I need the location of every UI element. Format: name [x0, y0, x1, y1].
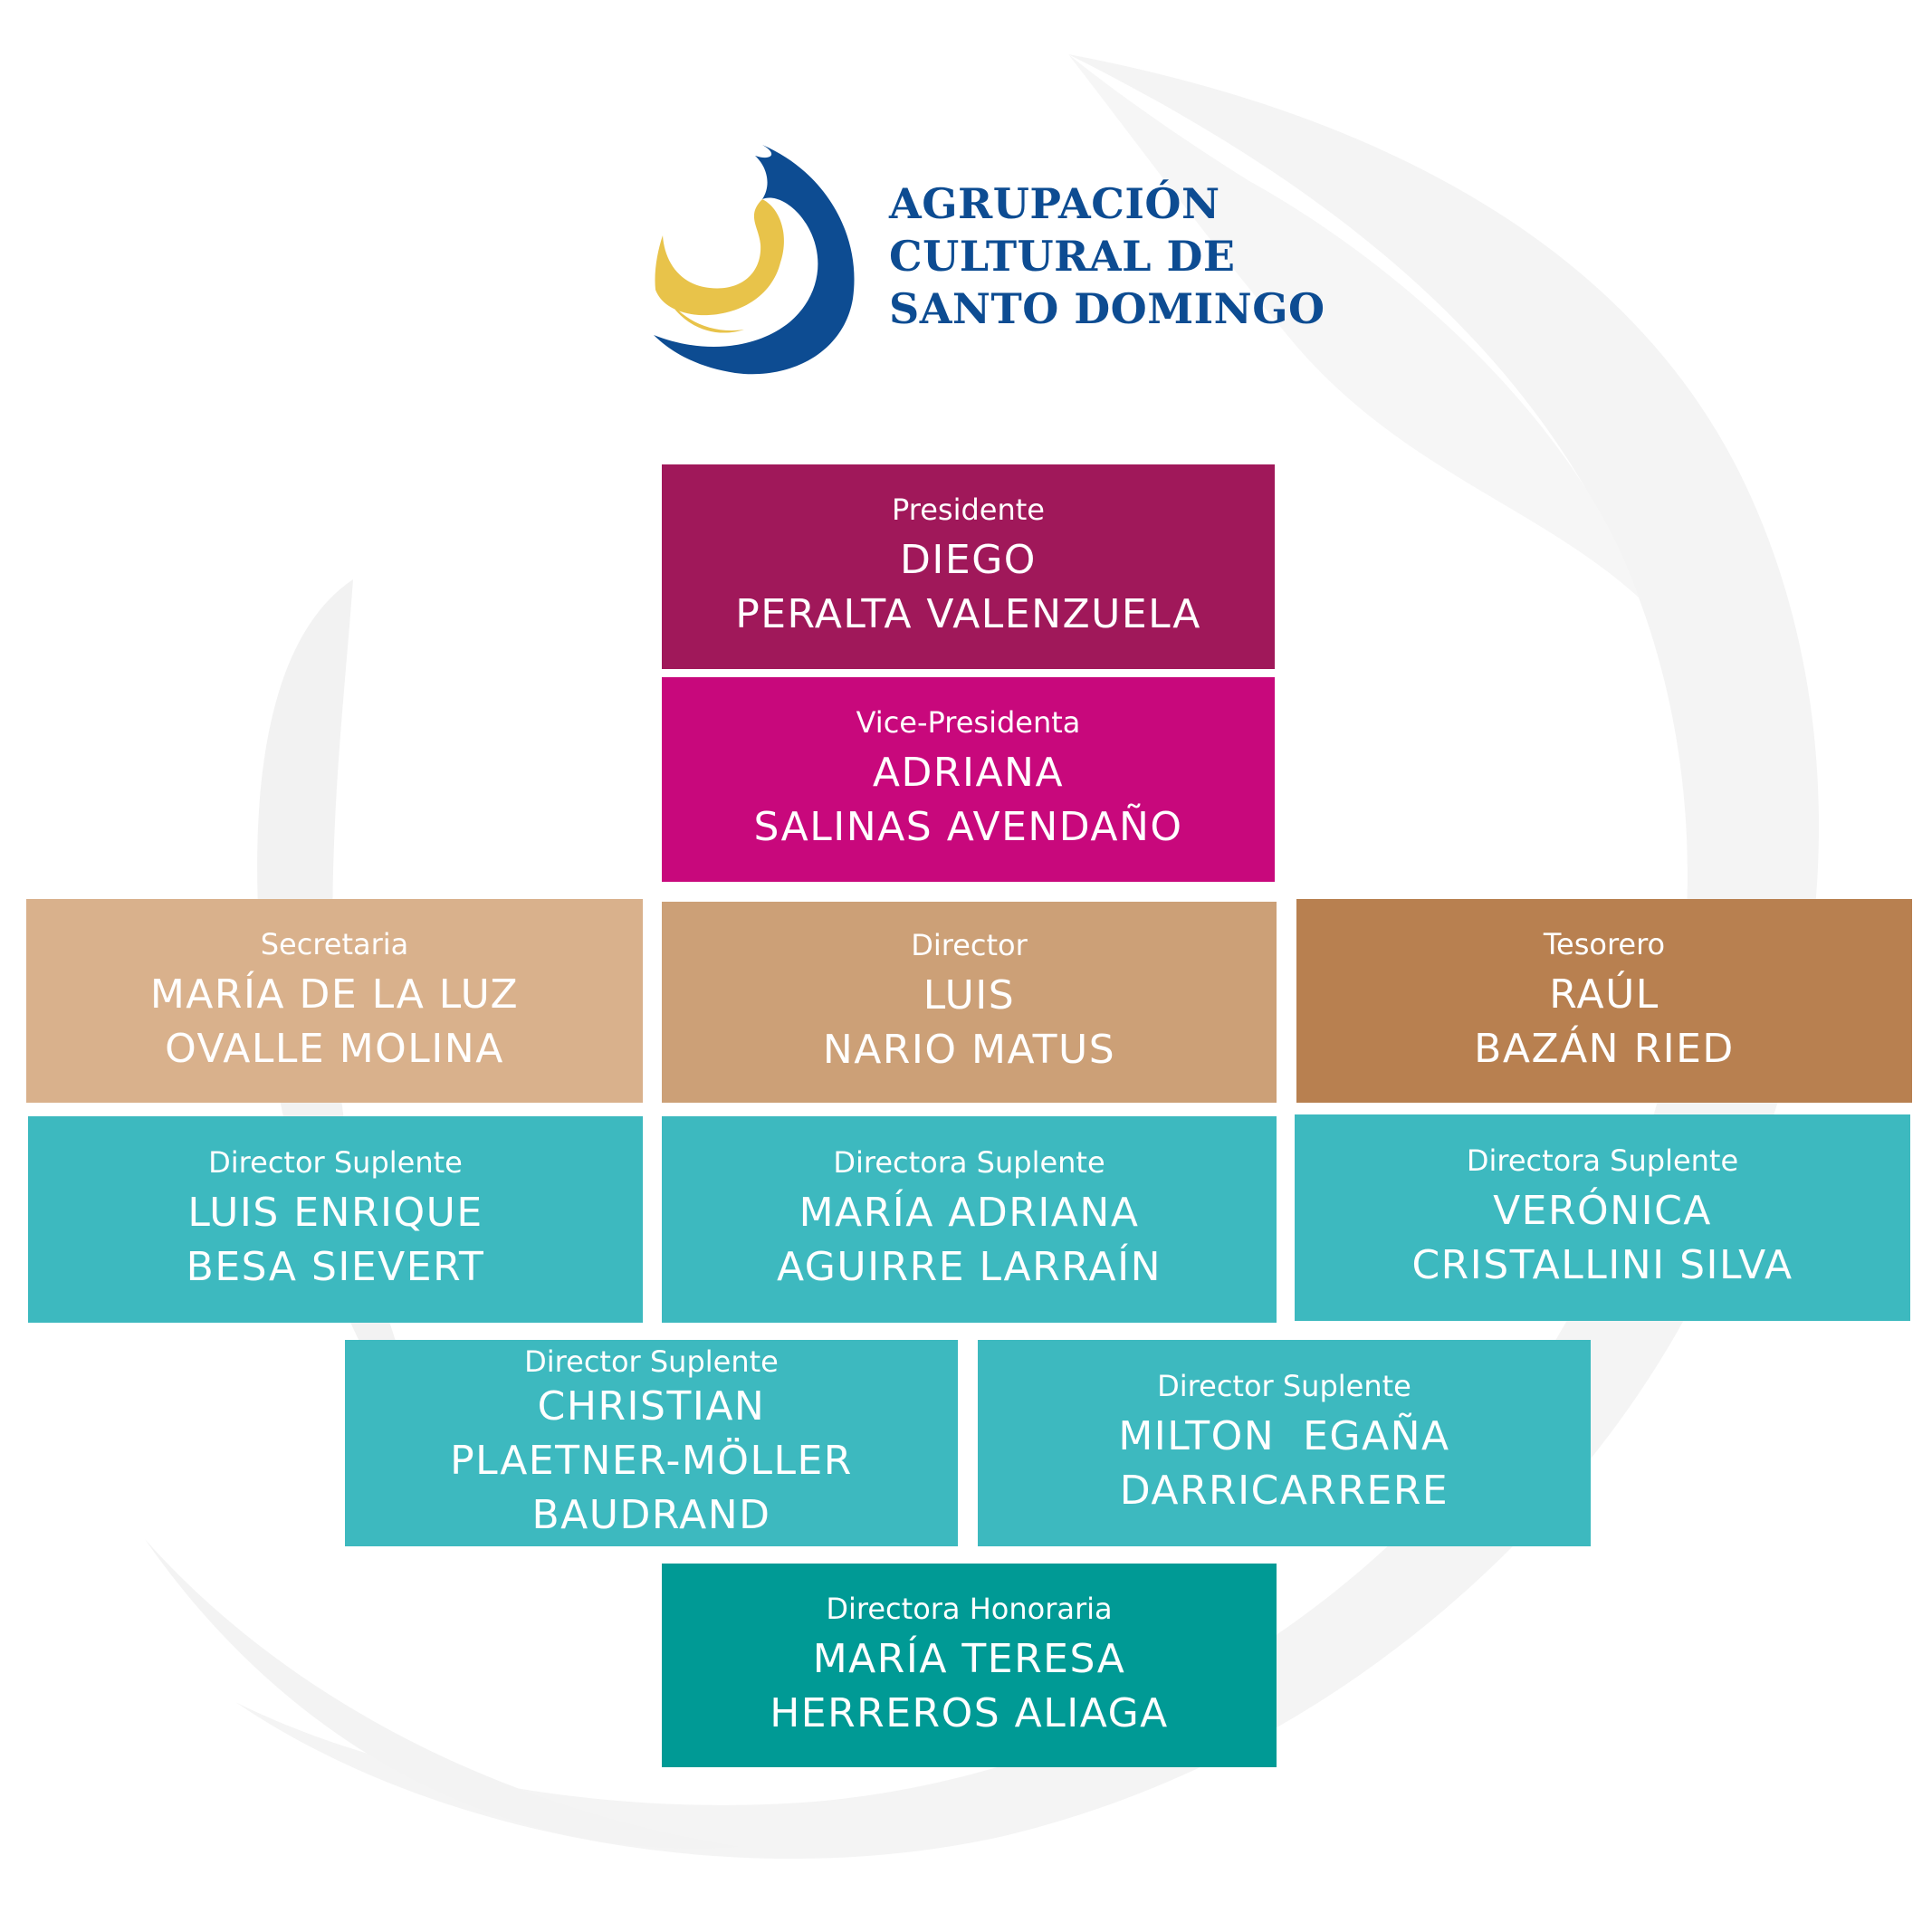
- member-name-line: MILTON EGAÑA: [1118, 1413, 1450, 1459]
- organization-name-line: AGRUPACIÓN: [889, 179, 1220, 228]
- box-vice-presidenta: Vice-Presidenta ADRIANA SALINAS AVENDAÑO: [662, 677, 1275, 882]
- member-name-line: MARÍA TERESA: [812, 1635, 1126, 1682]
- member-name-line: PLAETNER-MÖLLER: [450, 1438, 853, 1484]
- logo-icon: [654, 145, 855, 375]
- member-name-line: RAÚL: [1549, 971, 1659, 1018]
- member-name-line: NARIO MATUS: [822, 1027, 1116, 1073]
- member-name-line: SALINAS AVENDAÑO: [753, 804, 1183, 850]
- member-name-line: LUIS: [923, 972, 1016, 1019]
- member-name-line: PERALTA VALENZUELA: [735, 591, 1201, 637]
- role-label: Director Suplente: [524, 1344, 779, 1379]
- member-name-line: OVALLE MOLINA: [165, 1025, 504, 1072]
- member-name-line: VERÓNICA: [1493, 1188, 1712, 1234]
- role-label: Presidente: [892, 493, 1045, 527]
- role-label: Director Suplente: [1157, 1369, 1411, 1403]
- role-label: Director Suplente: [208, 1145, 463, 1180]
- member-name-line: DARRICARRERE: [1119, 1468, 1449, 1514]
- organization-name-line: SANTO DOMINGO: [889, 284, 1325, 333]
- member-name-line: ADRIANA: [872, 750, 1065, 796]
- box-director: Director LUIS NARIO MATUS: [662, 902, 1277, 1103]
- role-label: Directora Honoraria: [826, 1591, 1113, 1626]
- member-name-line: BESA SIEVERT: [186, 1244, 485, 1290]
- role-label: Directora Suplente: [1466, 1143, 1739, 1178]
- member-name-line: LUIS ENRIQUE: [187, 1190, 483, 1236]
- role-label: Director: [911, 928, 1028, 962]
- role-label: Tesorero: [1543, 926, 1666, 961]
- box-directora-suplente: Directora Suplente MARÍA ADRIANA AGUIRRE…: [662, 1116, 1277, 1323]
- box-directora-suplente: Directora Suplente VERÓNICA CRISTALLINI …: [1295, 1114, 1910, 1321]
- box-director-suplente: Director Suplente MILTON EGAÑA DARRICARR…: [978, 1340, 1591, 1546]
- role-label: Vice-Presidenta: [856, 705, 1081, 740]
- box-secretaria: Secretaria MARÍA DE LA LUZ OVALLE MOLINA: [26, 899, 643, 1103]
- member-name-line: MARÍA DE LA LUZ: [149, 971, 520, 1018]
- member-name-line: CRISTALLINI SILVA: [1411, 1242, 1793, 1288]
- member-name-line: BAZÁN RIED: [1474, 1025, 1735, 1072]
- member-name-line: HERREROS ALIAGA: [770, 1689, 1169, 1736]
- box-director-suplente: Director Suplente LUIS ENRIQUE BESA SIEV…: [28, 1116, 643, 1323]
- member-name-line: DIEGO: [900, 537, 1037, 583]
- organization-name: AGRUPACIÓN CULTURAL DE SANTO DOMINGO: [889, 177, 1325, 335]
- box-director-suplente: Director Suplente CHRISTIAN PLAETNER-MÖL…: [345, 1340, 958, 1546]
- role-label: Directora Suplente: [833, 1145, 1105, 1180]
- box-presidente: Presidente DIEGO PERALTA VALENZUELA: [662, 464, 1275, 669]
- member-name-line: BAUDRAND: [531, 1492, 771, 1538]
- role-label: Secretaria: [260, 926, 409, 961]
- member-name-line: CHRISTIAN: [537, 1383, 766, 1430]
- member-name-line: AGUIRRE LARRAÍN: [776, 1244, 1162, 1290]
- member-name-line: MARÍA ADRIANA: [799, 1190, 1140, 1236]
- organization-name-line: CULTURAL DE: [889, 232, 1236, 281]
- box-tesorero: Tesorero RAÚL BAZÁN RIED: [1296, 899, 1912, 1103]
- box-directora-honoraria: Directora Honoraria MARÍA TERESA HERRERO…: [662, 1564, 1277, 1767]
